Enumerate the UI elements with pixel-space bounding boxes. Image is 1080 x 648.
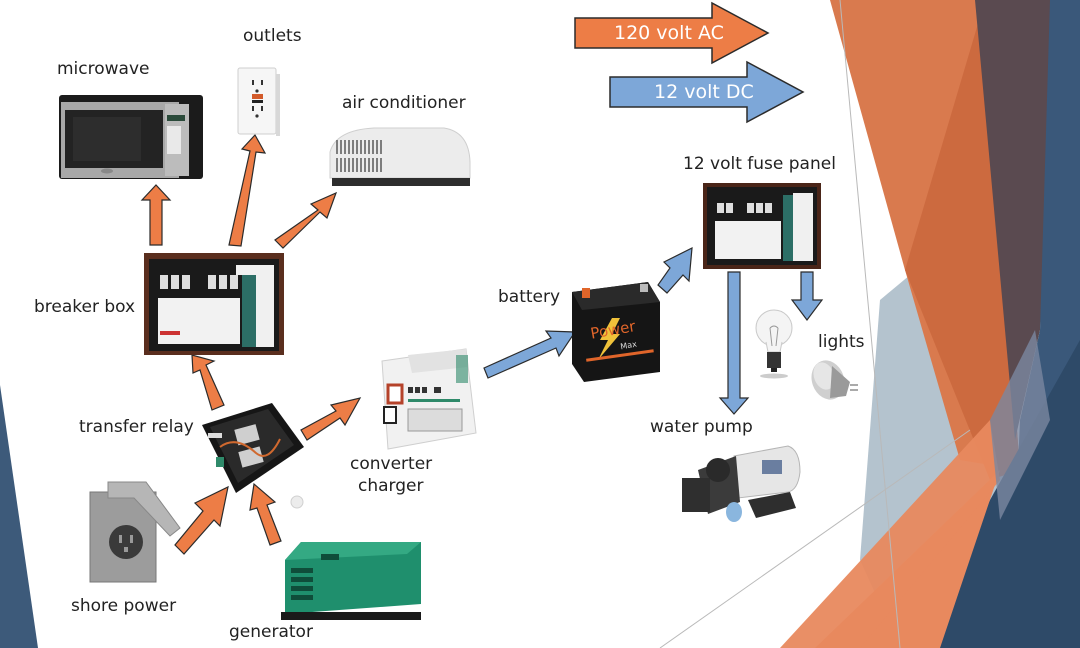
converter-charger-image <box>381 348 477 450</box>
battery-image: Power Max <box>568 278 664 382</box>
label-shore-power: shore power <box>71 596 177 616</box>
label-breaker-box: breaker box <box>34 297 136 317</box>
air-conditioner-image <box>329 127 471 186</box>
label-transfer-relay: transfer relay <box>79 417 194 437</box>
legend-ac-label: 120 volt AC <box>614 22 724 44</box>
label-charger: charger <box>358 476 424 496</box>
microwave-image <box>59 95 203 179</box>
battery-brand-sub: Max <box>620 340 638 352</box>
arrow-breaker-to-microwave <box>140 184 172 246</box>
breaker-box-image <box>144 253 284 355</box>
slate-mid-band <box>990 330 1050 520</box>
arrow-shore-to-relay <box>174 485 229 555</box>
battery-graphic: Power Max <box>572 282 660 382</box>
arrow-breaker-to-outlets <box>228 133 267 247</box>
led-light-image <box>811 360 858 400</box>
outlet-image <box>237 67 280 136</box>
label-microwave: microwave <box>57 59 150 79</box>
label-converter: converter <box>350 454 433 474</box>
thin-line-1 <box>839 0 901 648</box>
legend <box>574 1 805 124</box>
arrow-converter-to-battery <box>483 330 577 379</box>
arrow-relay-to-converter <box>300 397 362 441</box>
arrow-generator-to-relay <box>249 482 282 546</box>
arrow-fusepanel-to-lights <box>790 271 824 321</box>
arrow-battery-to-fusepanel <box>657 246 693 294</box>
orange-lower-band <box>780 420 1000 648</box>
label-lights: lights <box>818 332 865 352</box>
arrow-relay-to-breaker <box>191 354 225 411</box>
generator-image <box>281 542 421 620</box>
fuse-panel-image <box>703 183 821 269</box>
label-air-conditioner: air conditioner <box>342 93 466 113</box>
arrow-breaker-to-ac <box>274 191 338 249</box>
transfer-relay-image <box>202 403 304 493</box>
label-generator: generator <box>229 622 313 642</box>
thin-line-2 <box>659 429 971 648</box>
plum-band <box>975 0 1060 440</box>
small-figure-icon <box>290 495 304 509</box>
legend-dc-label: 12 volt DC <box>654 81 754 103</box>
left-blue-wedge <box>0 385 38 648</box>
light-bulb-image <box>755 309 793 379</box>
shore-power-image <box>89 481 181 583</box>
label-battery: battery <box>498 287 561 307</box>
label-outlets: outlets <box>243 26 302 46</box>
label-water-pump: water pump <box>650 417 753 437</box>
legend-ac-arrow <box>574 1 770 65</box>
water-pump-image <box>682 445 801 522</box>
legend-dc-arrow <box>609 60 805 124</box>
label-fuse-panel: 12 volt fuse panel <box>683 154 836 174</box>
arrow-fusepanel-to-pump <box>718 271 750 415</box>
